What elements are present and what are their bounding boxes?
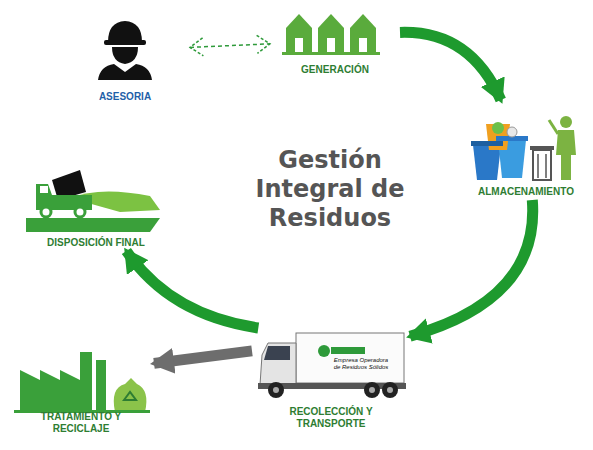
bins-icon [471,116,576,180]
cycle-arrow [400,32,501,100]
cycle-arrow [126,251,258,328]
diagram-title: Gestión Integral de Residuos [250,146,410,233]
truck-icon [258,333,406,398]
cycle-arrow [410,200,533,336]
station-node: RECOLECCIÓN Y TRANSPORTE [252,328,410,432]
station-node: ASESORIA [60,15,190,105]
dump-truck-icon [26,170,160,232]
station-label: DISPOSICIÓN FINAL [47,237,145,249]
station-node: ALMACENAMIENTO [463,100,589,200]
truck-text: Empresa Operadora de Residuos Sólidos [330,357,392,371]
station-label: RECOLECCIÓN Y TRANSPORTE [275,406,387,430]
station-label: TRATAMIENTO Y RECICLAJE [29,411,133,435]
dashed-double-arrow [190,44,270,48]
station-node: TRATAMIENTO Y RECICLAJE [8,345,154,437]
station-label: ALMACENAMIENTO [478,186,574,198]
houses-icon [282,14,380,55]
cycle-arrow [154,351,252,364]
factory-icon [14,352,150,413]
station-label: GENERACIÓN [301,64,369,76]
station-node: GENERACIÓN [270,2,400,78]
station-label: ASESORIA [99,91,151,103]
station-node: DISPOSICIÓN FINAL [20,165,172,251]
worker-icon [98,21,152,80]
